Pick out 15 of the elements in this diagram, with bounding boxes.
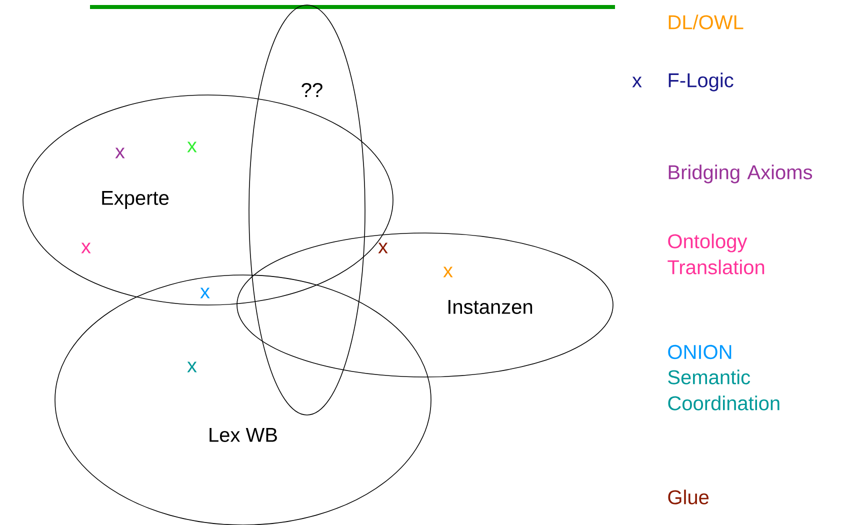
legend-text: Bridging Axioms: [668, 164, 812, 184]
legend-text: Ontology Translation: [668, 234, 764, 274]
legend-text: ONION: [668, 344, 732, 360]
cross-mark: x: [200, 288, 210, 298]
legend-text: Semantic Coordination: [668, 370, 780, 410]
cross-mark: x: [632, 76, 642, 88]
cross-mark: x: [115, 148, 125, 158]
legend-text: Glue: [668, 490, 709, 504]
cross-mark: x: [81, 242, 91, 254]
cross-mark: x: [378, 242, 388, 254]
cross-mark: x: [187, 362, 197, 372]
legend-text: F-Logic: [668, 72, 734, 92]
cross-mark: x: [187, 142, 197, 152]
cross-mark: x: [443, 266, 453, 278]
legend-text: DL/OWL: [668, 14, 744, 30]
